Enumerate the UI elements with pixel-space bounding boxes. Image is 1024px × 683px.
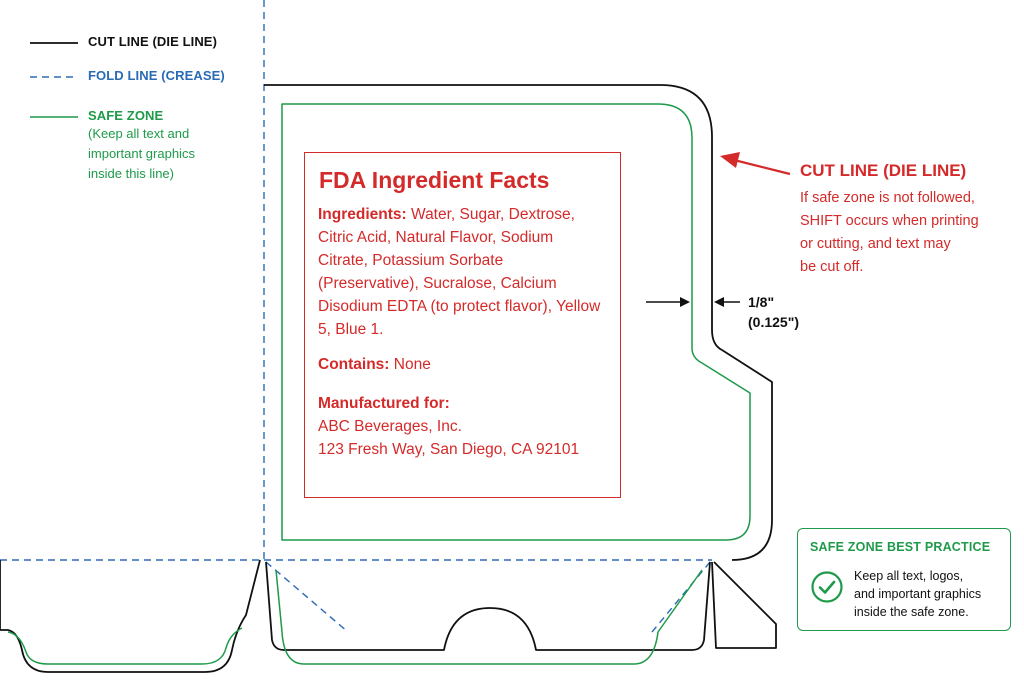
contains-paragraph: Contains: None xyxy=(318,353,607,376)
manufacturer-address: 123 Fresh Way, San Diego, CA 92101 xyxy=(318,441,580,458)
fold-line-diagonal-left xyxy=(265,561,349,633)
margin-fraction: 1/8" xyxy=(748,294,775,310)
red-arrow-icon xyxy=(720,152,791,176)
check-circle-icon xyxy=(811,571,843,603)
legend-safe-note-line: (Keep all text and xyxy=(88,126,190,141)
legend-cut-label: CUT LINE (DIE LINE) xyxy=(88,34,218,49)
best-practice-line: and important graphics xyxy=(854,587,982,601)
best-practice-text: Keep all text, logos, and important grap… xyxy=(854,567,1004,621)
contains-label: Contains: xyxy=(318,356,390,373)
best-practice-line: inside the safe zone. xyxy=(854,605,969,619)
legend-cut-line: CUT LINE (DIE LINE) xyxy=(30,34,217,49)
safe-zone-lines xyxy=(7,103,751,665)
callout-body: If safe zone is not followed, SHIFT occu… xyxy=(800,187,1020,279)
manufacturer-name: ABC Beverages, Inc. xyxy=(318,418,462,435)
cut-line-main-panel xyxy=(264,84,773,561)
cut-lines xyxy=(0,84,777,673)
contains-text: None xyxy=(389,356,431,373)
cut-line-center-flap xyxy=(265,561,711,651)
fold-lines xyxy=(0,0,712,633)
legend-safe-note: (Keep all text and important graphics in… xyxy=(88,124,195,184)
callout-line: SHIFT occurs when printing xyxy=(800,213,979,229)
manufactured-label: Manufactured for: xyxy=(318,395,450,412)
legend-safe-note-line: important graphics xyxy=(88,146,195,161)
ingredient-facts-panel: FDA Ingredient Facts Ingredients: Water,… xyxy=(304,152,621,498)
ingredients-text: Water, Sugar, Dextrose, Citric Acid, Nat… xyxy=(318,206,601,338)
fold-line-diagonal-right xyxy=(651,561,711,633)
callout-line: or cutting, and text may xyxy=(800,236,951,252)
best-practice-box: SAFE ZONE BEST PRACTICE Keep all text, l… xyxy=(797,528,1011,631)
manufacturer-paragraph: Manufactured for: ABC Beverages, Inc. 12… xyxy=(318,392,607,461)
margin-dimension-arrows xyxy=(646,297,740,307)
ingredients-paragraph: Ingredients: Water, Sugar, Dextrose, Cit… xyxy=(318,203,607,341)
margin-label: 1/8" (0.125") xyxy=(748,292,799,332)
cut-line-right-flap xyxy=(711,561,777,649)
legend-safe-note-line: inside this line) xyxy=(88,166,174,181)
safe-zone-left-flap xyxy=(7,627,243,665)
safe-zone-center-flap xyxy=(275,569,703,665)
callout-line: be cut off. xyxy=(800,259,864,275)
legend-safe-label: SAFE ZONE xyxy=(88,108,164,123)
callout-line: If safe zone is not followed, xyxy=(800,190,975,206)
margin-decimal: (0.125") xyxy=(748,314,799,330)
legend-safe-zone: SAFE ZONE (Keep all text and important g… xyxy=(30,108,195,184)
legend-fold-label: FOLD LINE (CREASE) xyxy=(88,68,225,83)
ingredients-label: Ingredients: xyxy=(318,206,407,223)
legend-fold-line: FOLD LINE (CREASE) xyxy=(30,68,225,83)
panel-title: FDA Ingredient Facts xyxy=(319,167,550,193)
best-practice-title: SAFE ZONE BEST PRACTICE xyxy=(810,540,991,554)
cut-line-left-flap xyxy=(0,559,261,673)
best-practice-line: Keep all text, logos, xyxy=(854,569,964,583)
callout-title: CUT LINE (DIE LINE) xyxy=(800,161,967,180)
safe-zone-main-panel xyxy=(281,103,751,541)
